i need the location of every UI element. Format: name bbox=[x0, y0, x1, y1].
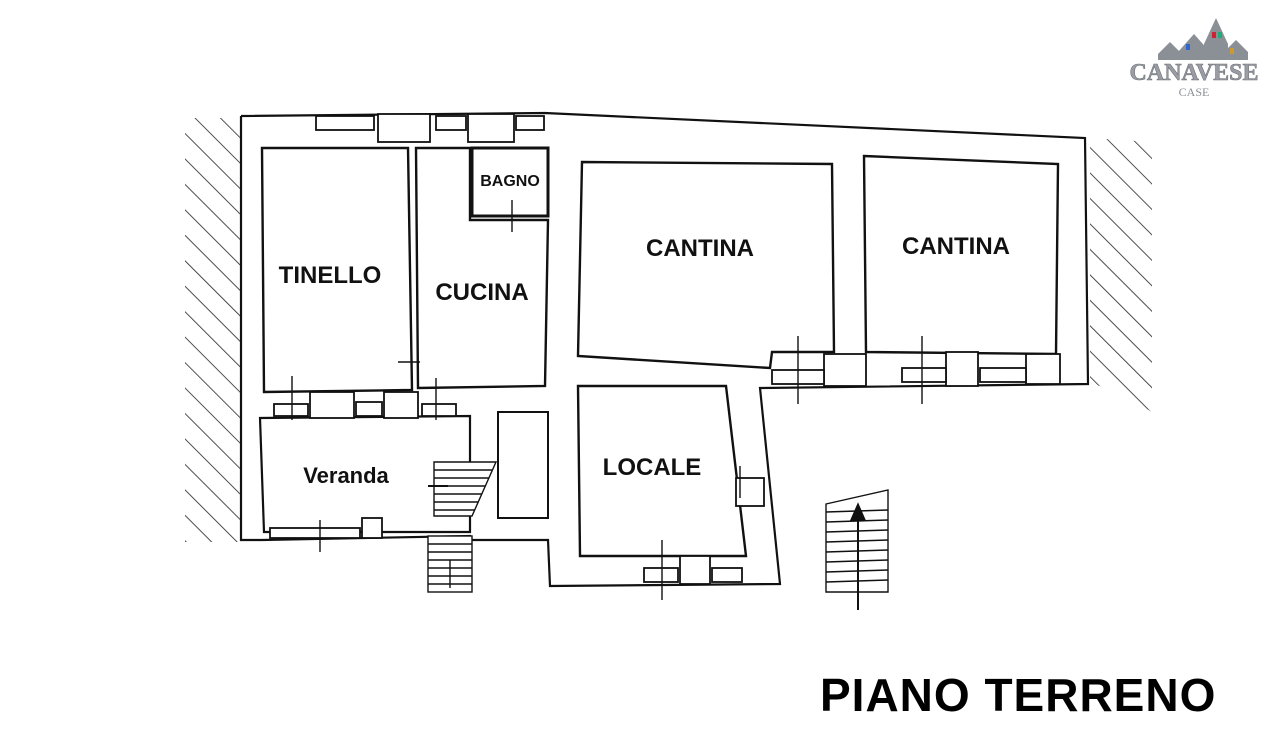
stair-arrow bbox=[825, 489, 889, 610]
label-cantina-2: CANTINA bbox=[902, 233, 1010, 260]
canavese-case-logo: CANAVESE CASE bbox=[1129, 18, 1259, 99]
label-cantina-1: CANTINA bbox=[646, 235, 754, 262]
hatched-wall-left bbox=[185, 118, 241, 542]
logo-name: CANAVESE bbox=[1130, 60, 1259, 86]
label-tinello: TINELLO bbox=[279, 262, 382, 289]
outer-walls bbox=[239, 111, 1090, 588]
label-locale: LOCALE bbox=[603, 454, 702, 481]
logo-sub: CASE bbox=[1179, 85, 1210, 99]
room-cantina-1 bbox=[576, 160, 836, 370]
door-marks bbox=[291, 200, 923, 600]
room-locale bbox=[576, 384, 748, 558]
houses-icon bbox=[1158, 18, 1248, 60]
label-cucina: CUCINA bbox=[435, 279, 528, 306]
hatched-wall-right bbox=[1090, 138, 1152, 412]
label-veranda: Veranda bbox=[303, 463, 389, 488]
storage-box bbox=[497, 411, 549, 519]
inner-stair bbox=[428, 461, 498, 517]
label-bagno: BAGNO bbox=[480, 173, 540, 190]
room-cucina bbox=[414, 146, 550, 390]
room-tinello bbox=[260, 146, 414, 394]
window-notches bbox=[269, 113, 1061, 585]
floor-title: PIANO TERRENO bbox=[820, 669, 1217, 721]
room-bagno bbox=[470, 146, 550, 218]
outer-stair bbox=[427, 535, 473, 593]
